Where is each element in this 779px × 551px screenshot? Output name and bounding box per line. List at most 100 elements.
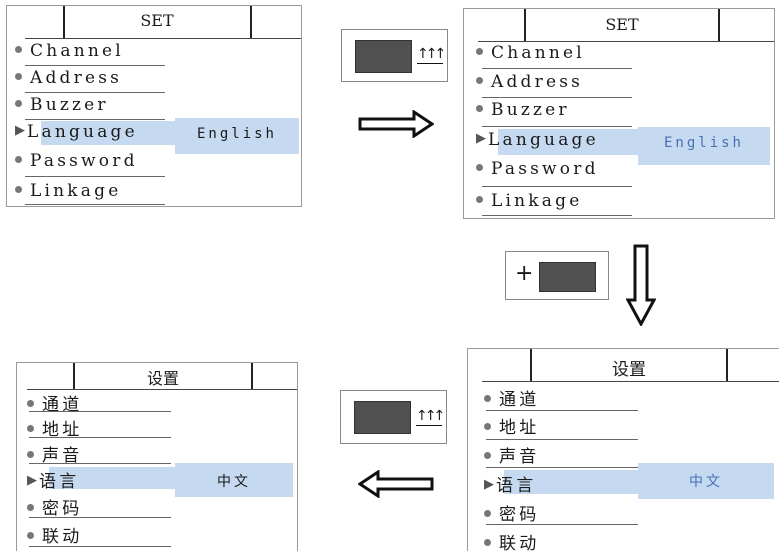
item-underline [25, 176, 165, 177]
menu-item-address[interactable]: 地址 [27, 415, 82, 440]
up-arrows-icon: ↑↑↑ [417, 46, 446, 64]
language-value: 中文 [217, 474, 251, 490]
bullet-dot-icon [27, 504, 34, 511]
menu-item-language[interactable]: ▶语言 [27, 467, 79, 492]
value-highlight [638, 463, 774, 499]
menu-item-language[interactable]: ▶语言 [484, 471, 536, 496]
menu-item-linkage[interactable]: Linkage [15, 181, 121, 201]
title-divider-left [524, 9, 526, 41]
menu-item-language[interactable]: ▶Language [476, 130, 599, 150]
value-highlight [175, 463, 293, 497]
up-arrows-icon: ↑↑↑ [416, 408, 445, 426]
menu-item-password[interactable]: 密码 [484, 500, 539, 525]
menu-item-label: 语言 [496, 476, 537, 496]
bullet-dot-icon [484, 539, 491, 546]
menu-item-buzzer[interactable]: Buzzer [15, 95, 109, 115]
item-underline [29, 411, 171, 412]
item-underline [29, 517, 171, 518]
bullet-dot-icon [27, 400, 34, 407]
menu-item-password[interactable]: Password [476, 159, 599, 179]
menu-item-language[interactable]: ▶Language [15, 122, 138, 142]
title-divider-left [530, 349, 532, 381]
bullet-dot-icon [15, 73, 22, 80]
menu-item-sound[interactable]: 声音 [484, 442, 539, 467]
menu-item-buzzer[interactable]: Buzzer [476, 100, 570, 120]
menu-item-password[interactable]: 密码 [27, 494, 82, 519]
title-divider-right [250, 6, 252, 38]
bullet-dot-icon [27, 451, 34, 458]
menu-item-label: 联动 [499, 534, 540, 551]
language-value: English [663, 135, 744, 151]
bullet-dot-icon [476, 196, 483, 203]
menu-panel-bottom-left: 设置 通道 地址 声音 ▶语言 中文 密码 联动 [16, 362, 298, 551]
item-underline [25, 65, 165, 66]
item-underline [482, 126, 632, 127]
item-underline [482, 68, 632, 69]
key-box-bottom: ↑↑↑ [340, 390, 447, 444]
panel-title: SET [605, 15, 639, 34]
hollow-arrow-down-icon [626, 244, 656, 326]
menu-item-label: 密码 [42, 499, 83, 519]
title-divider-left [73, 363, 75, 389]
menu-item-label: 地址 [42, 420, 83, 440]
menu-item-sound[interactable]: 声音 [27, 441, 82, 466]
bullet-dot-icon [484, 510, 491, 517]
menu-item-label: Linkage [491, 191, 583, 211]
menu-panel-top-left: SET Channel Address Buzzer ▶Language Eng… [6, 5, 302, 207]
menu-item-channel[interactable]: Channel [15, 41, 124, 61]
language-highlight [49, 467, 175, 489]
language-highlight [41, 121, 175, 145]
menu-item-label: Password [30, 151, 138, 171]
underline [417, 62, 444, 64]
title-divider-right [718, 9, 720, 41]
menu-item-address[interactable]: Address [15, 68, 122, 88]
bullet-dot-icon [27, 532, 34, 539]
hollow-arrow-left-icon [358, 470, 434, 498]
panel-title: 设置 [146, 369, 179, 388]
bullet-dot-icon [476, 164, 483, 171]
plus-icon: + [515, 261, 534, 286]
bullet-dot-icon [476, 48, 483, 55]
menu-item-label: 声音 [42, 446, 83, 466]
menu-item-channel[interactable]: Channel [476, 43, 585, 63]
bullet-dot-icon [15, 156, 22, 163]
item-underline [486, 410, 638, 411]
menu-item-linkage[interactable]: 联动 [27, 522, 82, 547]
key-block [539, 262, 596, 292]
underline [416, 424, 443, 426]
language-value: English [196, 126, 277, 142]
bullet-dot-icon [15, 46, 22, 53]
key-block [354, 401, 411, 434]
menu-item-channel[interactable]: 通道 [27, 390, 82, 415]
menu-item-linkage[interactable]: Linkage [476, 191, 582, 211]
title-divider-left [63, 6, 65, 38]
menu-item-label: Linkage [30, 181, 122, 201]
menu-item-label: Language [488, 130, 599, 150]
item-underline [29, 546, 171, 547]
right-triangle-icon: ▶ [15, 123, 25, 138]
title-underline [478, 41, 774, 42]
bullet-dot-icon [476, 77, 483, 84]
menu-item-address[interactable]: 地址 [484, 413, 539, 438]
menu-item-address[interactable]: Address [476, 72, 583, 92]
item-underline [25, 204, 165, 205]
key-block [355, 40, 412, 73]
menu-item-channel[interactable]: 通道 [484, 385, 539, 410]
bullet-dot-icon [484, 452, 491, 459]
menu-item-label: Language [27, 122, 138, 142]
menu-item-password[interactable]: Password [15, 151, 138, 171]
menu-item-linkage[interactable]: 联动 [484, 529, 539, 551]
key-box-plus: + [505, 251, 609, 300]
item-underline [25, 119, 165, 120]
menu-panel-bottom-right: 设置 通道 地址 声音 ▶语言 中文 密码 联动 [467, 348, 779, 551]
item-underline [482, 97, 632, 98]
up-arrows-text: ↑↑↑ [417, 46, 446, 62]
language-highlight [504, 470, 638, 494]
bullet-dot-icon [15, 186, 22, 193]
menu-item-label: 语言 [39, 472, 80, 492]
value-highlight [175, 118, 299, 154]
bullet-dot-icon [27, 425, 34, 432]
title-divider-right [726, 349, 728, 381]
title-underline [27, 389, 297, 390]
menu-item-label: Channel [30, 41, 124, 61]
